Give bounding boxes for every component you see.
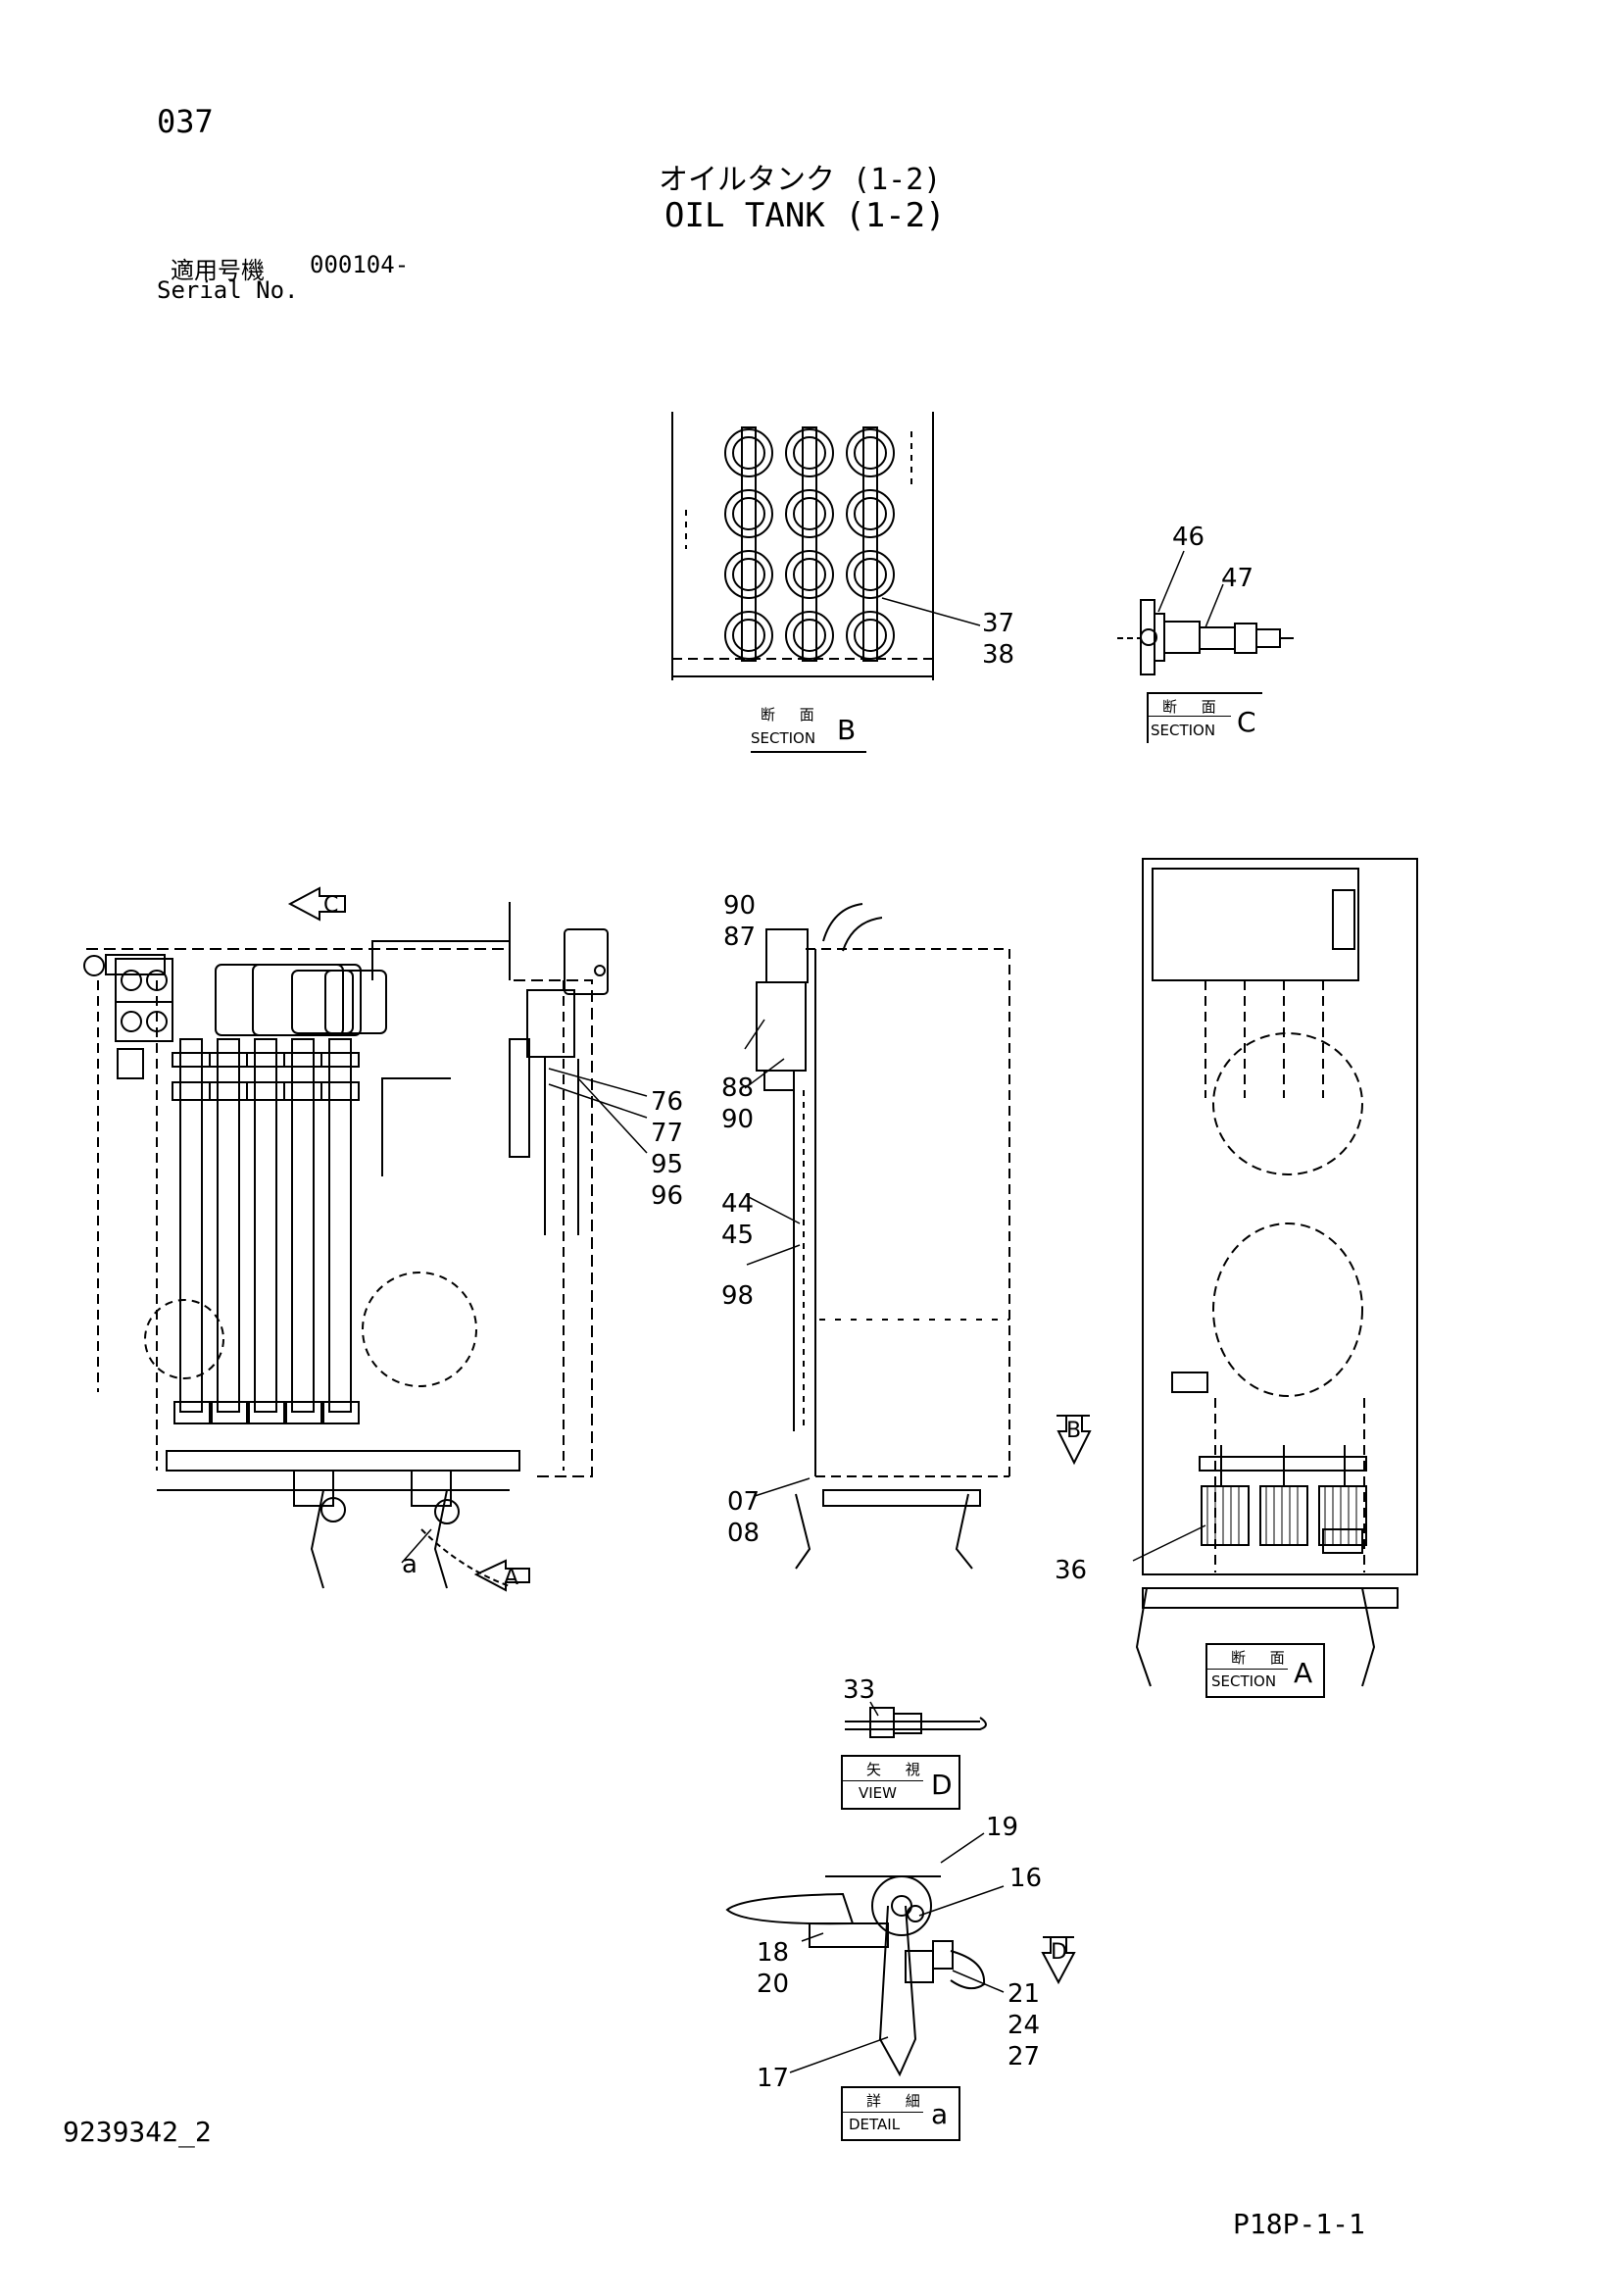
- section-b-jp: 断 面: [761, 706, 824, 724]
- section-c-drawing: [1117, 550, 1294, 675]
- section-c-jp: 断 面: [1162, 698, 1226, 716]
- part-21: 21: [1008, 1979, 1040, 2009]
- section-c-en: SECTION: [1151, 722, 1216, 739]
- section-a-drawing: [1132, 858, 1418, 1687]
- serial-label-japanese: 適用号機: [171, 257, 265, 284]
- detail-a-marker: a: [402, 1550, 418, 1579]
- detail-a-jp: 詳 細: [866, 2092, 930, 2110]
- view-d-arrow: [1041, 1936, 1076, 1985]
- strainer-column-1: [724, 426, 773, 662]
- part-96: 96: [651, 1181, 683, 1211]
- document-number: 9239342_2: [63, 2116, 212, 2148]
- view-b-arrow-letter: B: [1066, 1419, 1081, 1443]
- view-a-arrow: [473, 1559, 530, 1592]
- part-37: 37: [982, 609, 1014, 638]
- part-38: 38: [982, 640, 1014, 670]
- section-c-letter: C: [1237, 706, 1256, 738]
- section-a-en: SECTION: [1211, 1672, 1277, 1690]
- part-44: 44: [721, 1189, 754, 1219]
- detail-a-letter: a: [931, 2098, 949, 2130]
- detail-a-en: DETAIL: [849, 2116, 901, 2133]
- view-c-arrow-letter: C: [323, 893, 338, 918]
- part-19: 19: [986, 1813, 1018, 1842]
- part-08: 08: [727, 1519, 760, 1548]
- section-a-jp: 断 面: [1231, 1649, 1295, 1667]
- part-98: 98: [721, 1281, 754, 1311]
- strainer-column-2: [785, 426, 834, 662]
- part-95: 95: [651, 1150, 683, 1179]
- section-b-letter: B: [837, 714, 857, 746]
- section-c-tag: 断 面 SECTION C: [1147, 692, 1264, 743]
- detail-a-drawing: [725, 1832, 1005, 2077]
- serial-value: 000104-: [310, 251, 410, 278]
- part-87: 87: [723, 923, 756, 952]
- view-a-arrow-letter: A: [504, 1566, 518, 1590]
- part-36: 36: [1055, 1556, 1087, 1585]
- return-pipes: [172, 1038, 360, 1424]
- title-japanese: オイルタンク (1-2): [659, 163, 942, 197]
- view-d-en: VIEW: [859, 1784, 897, 1802]
- part-90-lower: 90: [721, 1105, 754, 1134]
- view-b-arrow: [1057, 1415, 1092, 1466]
- view-c-arrow: [287, 886, 346, 922]
- section-a-tag: 断 面 SECTION A: [1205, 1643, 1325, 1698]
- part-47: 47: [1221, 564, 1253, 593]
- part-24: 24: [1008, 2011, 1040, 2040]
- part-45: 45: [721, 1221, 754, 1250]
- part-33: 33: [843, 1675, 875, 1705]
- part-77: 77: [651, 1119, 683, 1148]
- view-d-letter: D: [931, 1769, 953, 1801]
- main-front-view: [83, 902, 648, 1589]
- part-27: 27: [1008, 2042, 1040, 2071]
- view-d-arrow-letter: D: [1051, 1940, 1067, 1965]
- section-b-en: SECTION: [751, 729, 816, 747]
- view-d-jp: 矢 視: [866, 1761, 930, 1778]
- side-view: [744, 903, 1010, 1570]
- serial-label-english: Serial No.: [157, 276, 299, 304]
- strainer-column-3: [846, 426, 895, 662]
- part-88: 88: [721, 1073, 754, 1103]
- part-76: 76: [651, 1087, 683, 1117]
- part-46: 46: [1172, 523, 1204, 552]
- section-b-tag: 断 面 SECTION B: [751, 704, 868, 753]
- detail-a-tag: 詳 細 DETAIL a: [841, 2086, 960, 2141]
- part-07: 07: [727, 1487, 760, 1517]
- part-18: 18: [757, 1938, 789, 1968]
- section-a-letter: A: [1294, 1657, 1313, 1689]
- title-english: OIL TANK (1-2): [664, 196, 946, 235]
- part-90-upper: 90: [723, 891, 756, 921]
- view-d-drawing: [845, 1701, 987, 1738]
- part-16: 16: [1009, 1864, 1042, 1893]
- view-d-tag: 矢 視 VIEW D: [841, 1755, 960, 1810]
- section-b-drawing: [671, 412, 981, 680]
- page-code: 037: [157, 103, 214, 140]
- page-reference: P18P-1-1: [1233, 2208, 1365, 2240]
- part-17: 17: [757, 2064, 789, 2093]
- part-20: 20: [757, 1970, 789, 1999]
